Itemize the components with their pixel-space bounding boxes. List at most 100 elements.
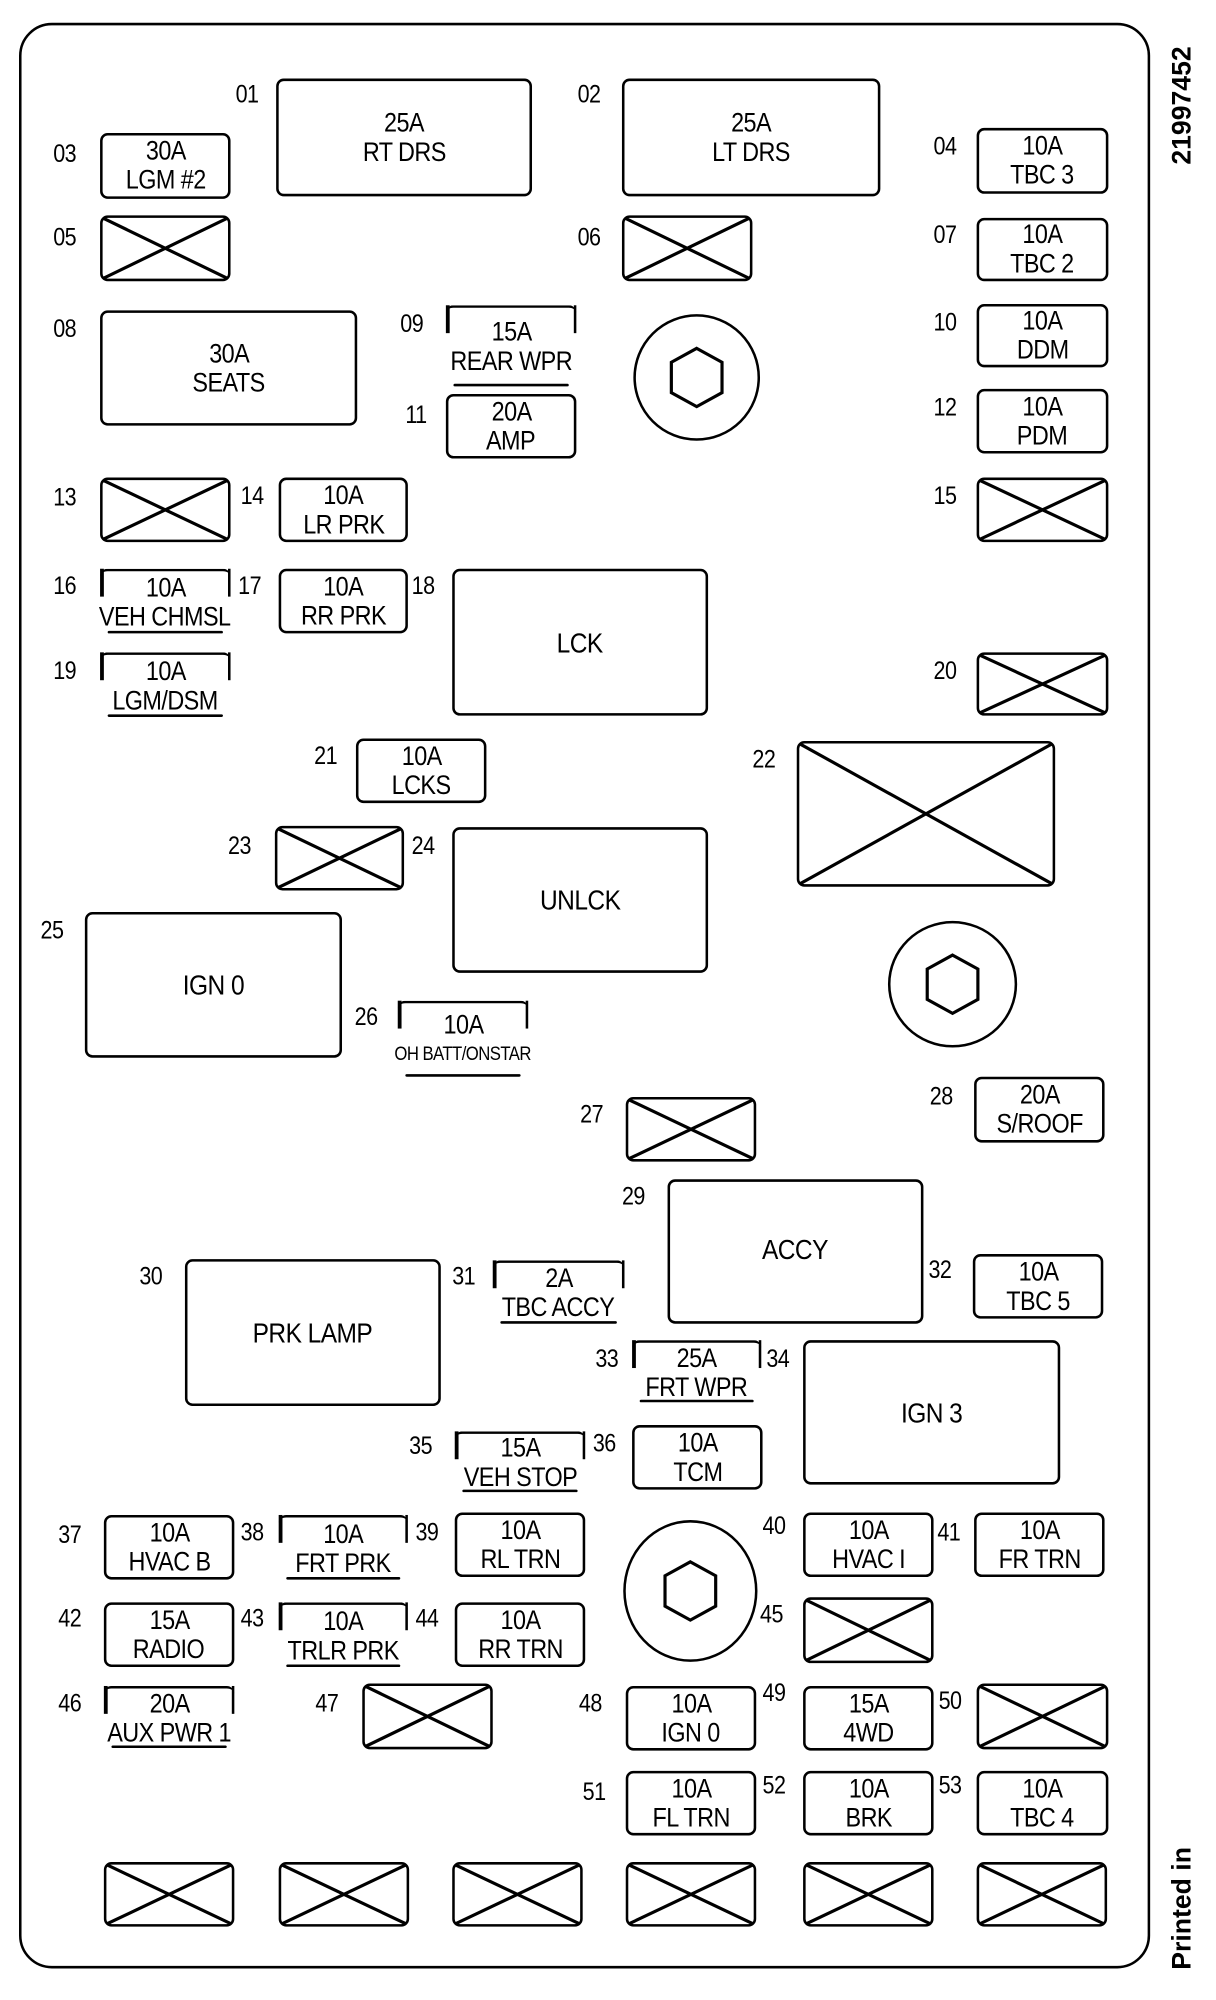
circuit-name: UNLCK [539,884,621,916]
spare-slot [625,1862,757,1927]
slot-number: 15 [933,482,957,511]
empty-slot-x-icon [806,1865,931,1925]
circuit-name: S/ROOF [996,1109,1083,1139]
fuse-underline [107,630,223,634]
fuse-underline [286,1663,401,1667]
circuit-name: LGM #2 [125,165,206,196]
empty-slot-20 [976,652,1109,716]
slot-number: 10 [933,309,957,337]
mounting-stud [623,1520,758,1662]
empty-slot-x-icon [979,655,1106,713]
empty-slot-x-icon [806,1600,931,1661]
circuit-name: TCM [672,1457,723,1487]
circuit-name: TBC 5 [1006,1286,1070,1316]
circuit-name: HVAC B [128,1547,211,1577]
fuse-rating: 10A [323,1519,364,1549]
fuse-rating: 10A [323,571,364,602]
circuit-name: TBC 3 [1010,160,1075,191]
fuse-rating: 10A [670,1774,712,1804]
circuit-name: SEATS [192,367,266,398]
slot-number: 47 [315,1689,339,1718]
circuit-name: RT DRS [362,137,447,167]
empty-slot-x-icon [281,1865,406,1925]
empty-slot-15 [976,477,1109,543]
slot-number: 02 [577,81,601,109]
fuse-underline [500,1320,617,1324]
slot-number: 46 [58,1689,82,1718]
circuit-name: RL TRN [480,1544,560,1574]
circuit-name: RR PRK [300,601,387,631]
slot-number: 07 [933,221,957,250]
empty-slot-x-icon [628,1865,753,1925]
fuse-rating: 10A [499,1605,541,1635]
fuse-rating: 25A [676,1343,718,1373]
fuse-rating: 10A [1022,131,1063,161]
slot-number: 21 [314,742,338,771]
fuse-rating: 10A [145,656,186,686]
slot-number: 06 [577,224,601,253]
fuse-underline [453,383,569,387]
slot-number: 04 [933,133,957,161]
empty-slot-x-icon [979,1686,1106,1747]
fuse-underline [107,713,223,717]
relay-29: ACCY [667,1179,924,1324]
fuse-rating: 15A [848,1689,889,1719]
slot-number: 34 [766,1345,790,1374]
empty-slot-x-icon [628,1099,753,1159]
empty-slot-x-icon [455,1865,580,1925]
empty-slot-27 [625,1096,757,1162]
slot-number: 43 [240,1604,264,1633]
hex-bolt-icon [663,1560,718,1622]
diagram-code: 21997452 [1167,46,1198,165]
slot-number: 53 [938,1772,962,1800]
slot-number: 28 [929,1083,953,1111]
circuit-name: AMP [486,426,537,456]
fuse-rating: 10A [499,1515,541,1545]
slot-number: 27 [580,1100,604,1129]
fuse-rating: 10A [401,741,442,771]
empty-slot-x-icon [277,828,401,888]
fuse-rating: 10A [1022,220,1063,250]
circuit-name: HVAC I [831,1544,906,1574]
slot-number: 49 [762,1679,786,1708]
slot-number: 33 [595,1345,619,1374]
slot-number: 40 [762,1512,786,1541]
slot-number: 39 [415,1518,439,1547]
circuit-name: TBC ACCY [502,1293,615,1323]
fuse-rating: 25A [384,108,425,138]
circuit-name: AUX PWR 1 [107,1718,231,1748]
slot-number: 26 [354,1003,378,1032]
fuse-rating: 15A [499,1433,541,1464]
spare-slot [278,1862,410,1927]
empty-slot-x-icon [624,218,749,279]
slot-number: 24 [411,832,435,861]
circuit-name: 4WD [843,1718,894,1748]
fuse-rating: 10A [145,573,186,603]
slot-number: 20 [933,657,957,686]
circuit-name: LCK [557,626,604,659]
relay-30: PRK LAMP [184,1259,441,1407]
relay-18: LCK [452,568,709,716]
empty-slot-x-icon [365,1686,490,1747]
slot-number: 41 [937,1518,961,1547]
circuit-name: DDM [1016,335,1069,365]
fuse-rating: 10A [1022,392,1063,422]
empty-slot-45 [803,1597,934,1664]
circuit-name: VEH CHMSL [99,602,232,632]
circuit-name: FRT PRK [295,1548,392,1578]
